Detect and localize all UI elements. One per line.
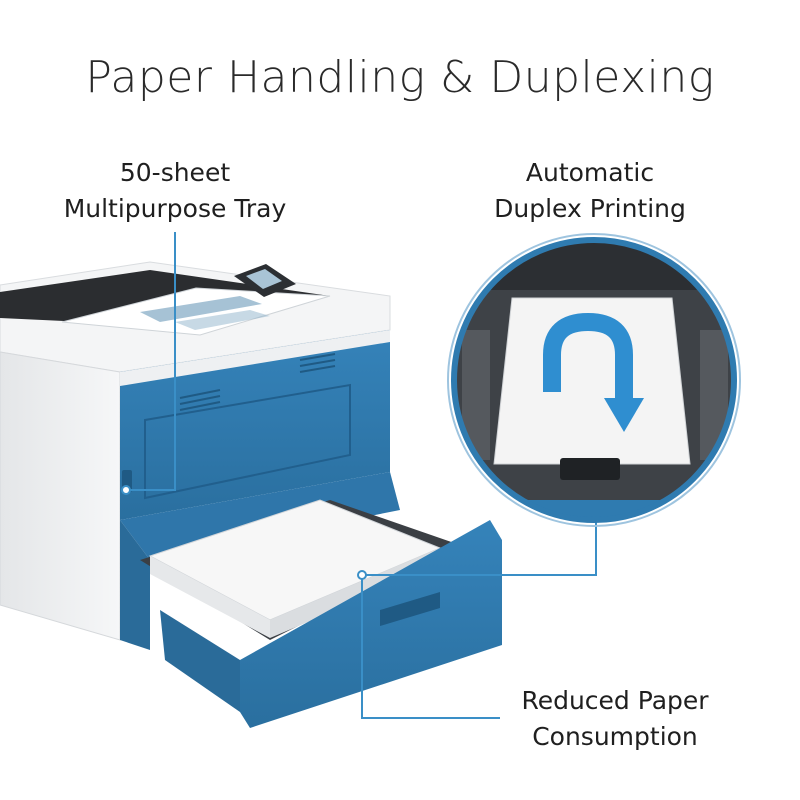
callout-reduced-paper: Reduced Paper Consumption <box>480 683 750 755</box>
callout-reduced-line-2: Consumption <box>532 722 698 751</box>
callout-tray-line-2: Multipurpose Tray <box>63 194 287 223</box>
callout-duplex-printing: Automatic Duplex Printing <box>450 155 730 227</box>
paper-tray <box>140 499 502 728</box>
callout-multipurpose-tray: 50-sheet Multipurpose Tray <box>30 155 320 227</box>
callout-lines <box>128 232 597 719</box>
duplex-magnifier <box>447 233 741 527</box>
callout-dot-paper <box>357 570 367 580</box>
callout-duplex-line-2: Duplex Printing <box>494 194 686 223</box>
callout-tray-line-1: 50-sheet <box>119 158 231 187</box>
printer-body <box>0 261 400 650</box>
callout-reduced-line-1: Reduced Paper <box>521 686 709 715</box>
arrow-head-icon <box>604 398 644 432</box>
callout-duplex-line-1: Automatic <box>525 158 655 187</box>
u-turn-arrow-icon <box>543 312 633 398</box>
page-title: Paper Handling & Duplexing <box>85 52 715 103</box>
callout-dot-tray <box>121 485 131 495</box>
